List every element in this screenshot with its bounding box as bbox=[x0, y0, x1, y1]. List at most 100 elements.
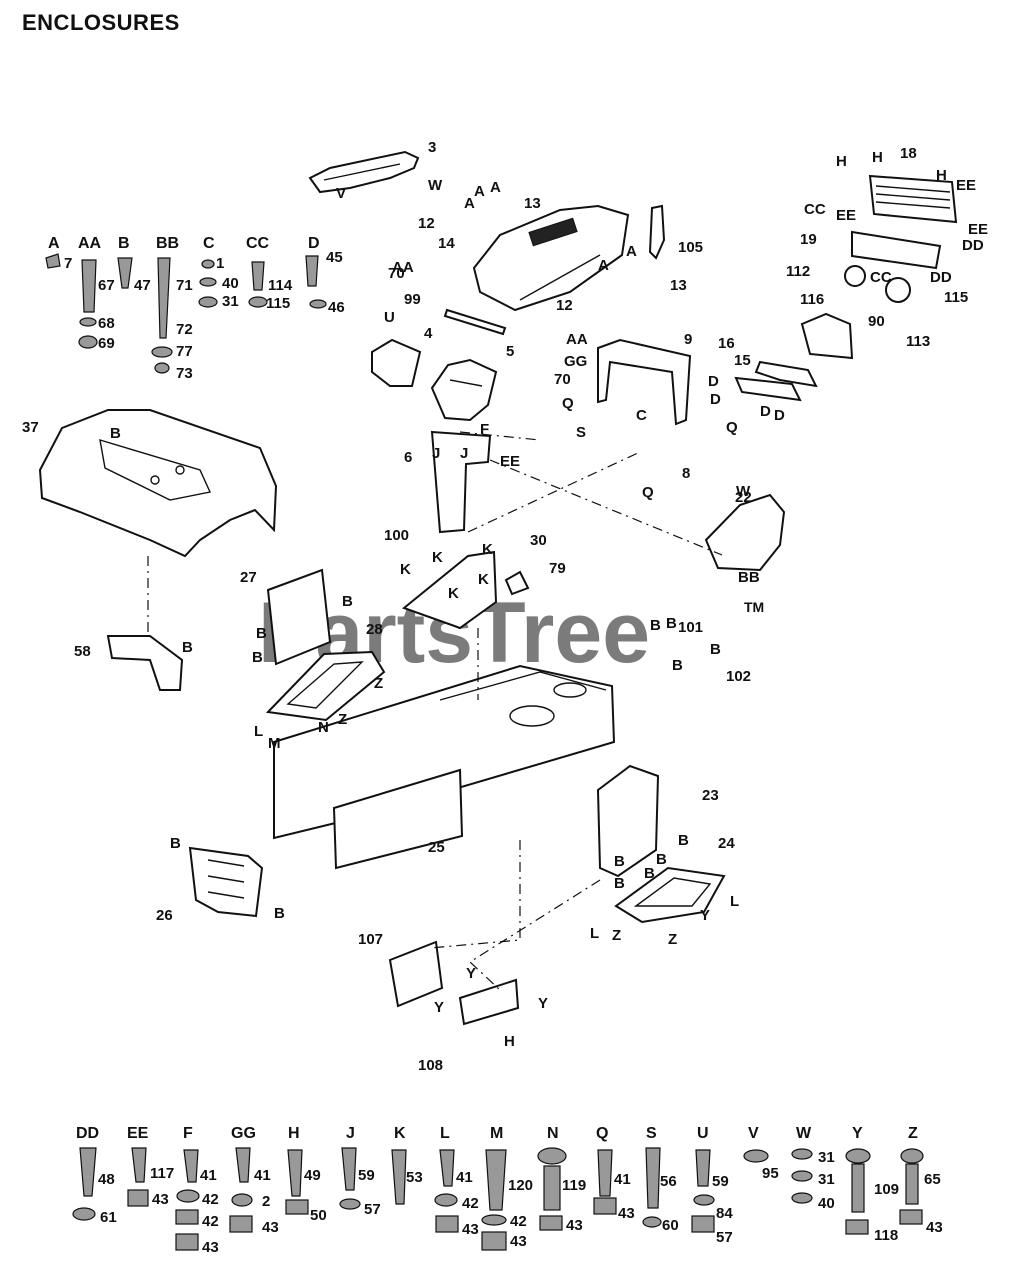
hardware-key-j: J bbox=[346, 1125, 355, 1142]
callout-label-y: Y bbox=[538, 995, 548, 1012]
hardware-part-number: 69 bbox=[98, 335, 115, 352]
callout-label-h: H bbox=[872, 149, 883, 166]
callout-label-z: Z bbox=[612, 927, 621, 944]
callout-label-u: U bbox=[384, 309, 395, 326]
part-23-sideplate bbox=[596, 764, 660, 878]
hardware-part-number: 46 bbox=[328, 299, 345, 316]
hardware-key-d: D bbox=[308, 235, 320, 252]
callout-label-ee: EE bbox=[836, 207, 856, 224]
hardware-key-h: H bbox=[288, 1125, 300, 1142]
part-14-hood bbox=[472, 204, 630, 312]
callout-label-d: D bbox=[710, 391, 721, 408]
hardware-part-number: 77 bbox=[176, 343, 193, 360]
callout-label-28: 28 bbox=[366, 621, 383, 638]
callout-label-l: L bbox=[590, 925, 599, 942]
part-99-rod bbox=[443, 308, 507, 336]
callout-label-d: D bbox=[774, 407, 785, 424]
hardware-part-number: 43 bbox=[926, 1219, 943, 1236]
callout-label-70: 70 bbox=[388, 265, 405, 282]
callout-label-h: H bbox=[836, 153, 847, 170]
part-79-clip bbox=[504, 570, 530, 596]
callout-label-l: L bbox=[730, 893, 739, 910]
part-18-grille bbox=[868, 174, 958, 224]
callout-label-y: Y bbox=[700, 907, 710, 924]
callout-label-5: 5 bbox=[506, 343, 514, 360]
hardware-key-v: V bbox=[748, 1125, 759, 1142]
hardware-part-number: 61 bbox=[100, 1209, 117, 1226]
hardware-key-u: U bbox=[697, 1125, 709, 1142]
callout-label-13: 13 bbox=[670, 277, 687, 294]
hardware-part-number: 47 bbox=[134, 277, 151, 294]
hardware-part-number: 53 bbox=[406, 1169, 423, 1186]
callout-label-b: B bbox=[710, 641, 721, 658]
callout-label-30: 30 bbox=[530, 532, 547, 549]
hardware-key-aa: AA bbox=[78, 235, 102, 252]
hardware-key-a: A bbox=[48, 235, 60, 252]
callout-label-a: A bbox=[598, 257, 609, 274]
hardware-part-number: 68 bbox=[98, 315, 115, 332]
hardware-part-number: 31 bbox=[222, 293, 239, 310]
part-19-bracket bbox=[851, 230, 942, 270]
hardware-key-m: M bbox=[490, 1125, 503, 1142]
callout-label-q: Q bbox=[562, 395, 574, 412]
callout-label-b: B bbox=[614, 853, 625, 870]
callout-label-k: K bbox=[432, 549, 443, 566]
hardware-key-q: Q bbox=[596, 1125, 608, 1142]
callout-label-37: 37 bbox=[22, 419, 39, 436]
hardware-part-number: 41 bbox=[456, 1169, 473, 1186]
callout-label-105: 105 bbox=[678, 239, 703, 256]
hardware-part-number: 59 bbox=[712, 1173, 729, 1190]
callout-label-k: K bbox=[482, 541, 493, 558]
hardware-part-number: 42 bbox=[202, 1191, 219, 1208]
callout-label-16: 16 bbox=[718, 335, 735, 352]
hardware-part-number: 40 bbox=[222, 275, 239, 292]
callout-label-gg: GG bbox=[564, 353, 587, 370]
callout-label-v: V bbox=[336, 185, 346, 202]
callout-label-6: 6 bbox=[404, 449, 412, 466]
callout-label-26: 26 bbox=[156, 907, 173, 924]
part-26-shield bbox=[188, 846, 264, 918]
part-4-plate bbox=[371, 338, 422, 387]
hardware-part-number: 84 bbox=[716, 1205, 733, 1222]
callout-label-12: 12 bbox=[556, 297, 573, 314]
callout-label-k: K bbox=[448, 585, 459, 602]
hardware-part-number: 71 bbox=[176, 277, 193, 294]
hardware-part-number: 60 bbox=[662, 1217, 679, 1234]
callout-label-d: D bbox=[708, 373, 719, 390]
callout-label-w: W bbox=[736, 483, 751, 500]
callout-label-b: B bbox=[182, 639, 193, 656]
callout-label-cc: CC bbox=[870, 269, 892, 286]
callout-label-a: A bbox=[626, 243, 637, 260]
callout-label-107: 107 bbox=[358, 931, 383, 948]
hardware-key-c: C bbox=[203, 235, 215, 252]
hardware-key-b: B bbox=[118, 235, 130, 252]
hardware-part-number: 120 bbox=[508, 1177, 533, 1194]
callout-label-j: J bbox=[432, 445, 440, 462]
callout-label-dd: DD bbox=[930, 269, 952, 286]
hardware-part-number: 95 bbox=[762, 1165, 779, 1182]
hardware-part-number: 109 bbox=[874, 1181, 899, 1198]
callout-label-y: Y bbox=[434, 999, 444, 1016]
part-24-footrest bbox=[614, 866, 726, 924]
callout-label-58: 58 bbox=[74, 643, 91, 660]
hardware-part-number: 118 bbox=[874, 1227, 898, 1244]
hardware-key-w: W bbox=[796, 1125, 812, 1142]
callout-label-b: B bbox=[666, 615, 677, 632]
callout-label-27: 27 bbox=[240, 569, 257, 586]
callout-label-115: 115 bbox=[944, 289, 968, 306]
part-15 bbox=[734, 376, 802, 402]
hardware-part-number: 42 bbox=[462, 1195, 479, 1212]
part-30-plate bbox=[401, 550, 498, 630]
callout-label-l: L bbox=[254, 723, 263, 740]
main-frame bbox=[273, 664, 616, 840]
callout-label-b: B bbox=[110, 425, 121, 442]
callout-label-24: 24 bbox=[718, 835, 735, 852]
callout-label-b: B bbox=[644, 865, 655, 882]
part-105-bracket bbox=[648, 204, 666, 260]
hardware-part-number: 48 bbox=[98, 1171, 115, 1188]
hardware-part-number: 56 bbox=[660, 1173, 677, 1190]
hardware-key-n: N bbox=[547, 1125, 559, 1142]
callout-label-112: 112 bbox=[786, 263, 810, 280]
callout-label-s: S bbox=[576, 424, 586, 441]
hardware-part-number: 73 bbox=[176, 365, 193, 382]
